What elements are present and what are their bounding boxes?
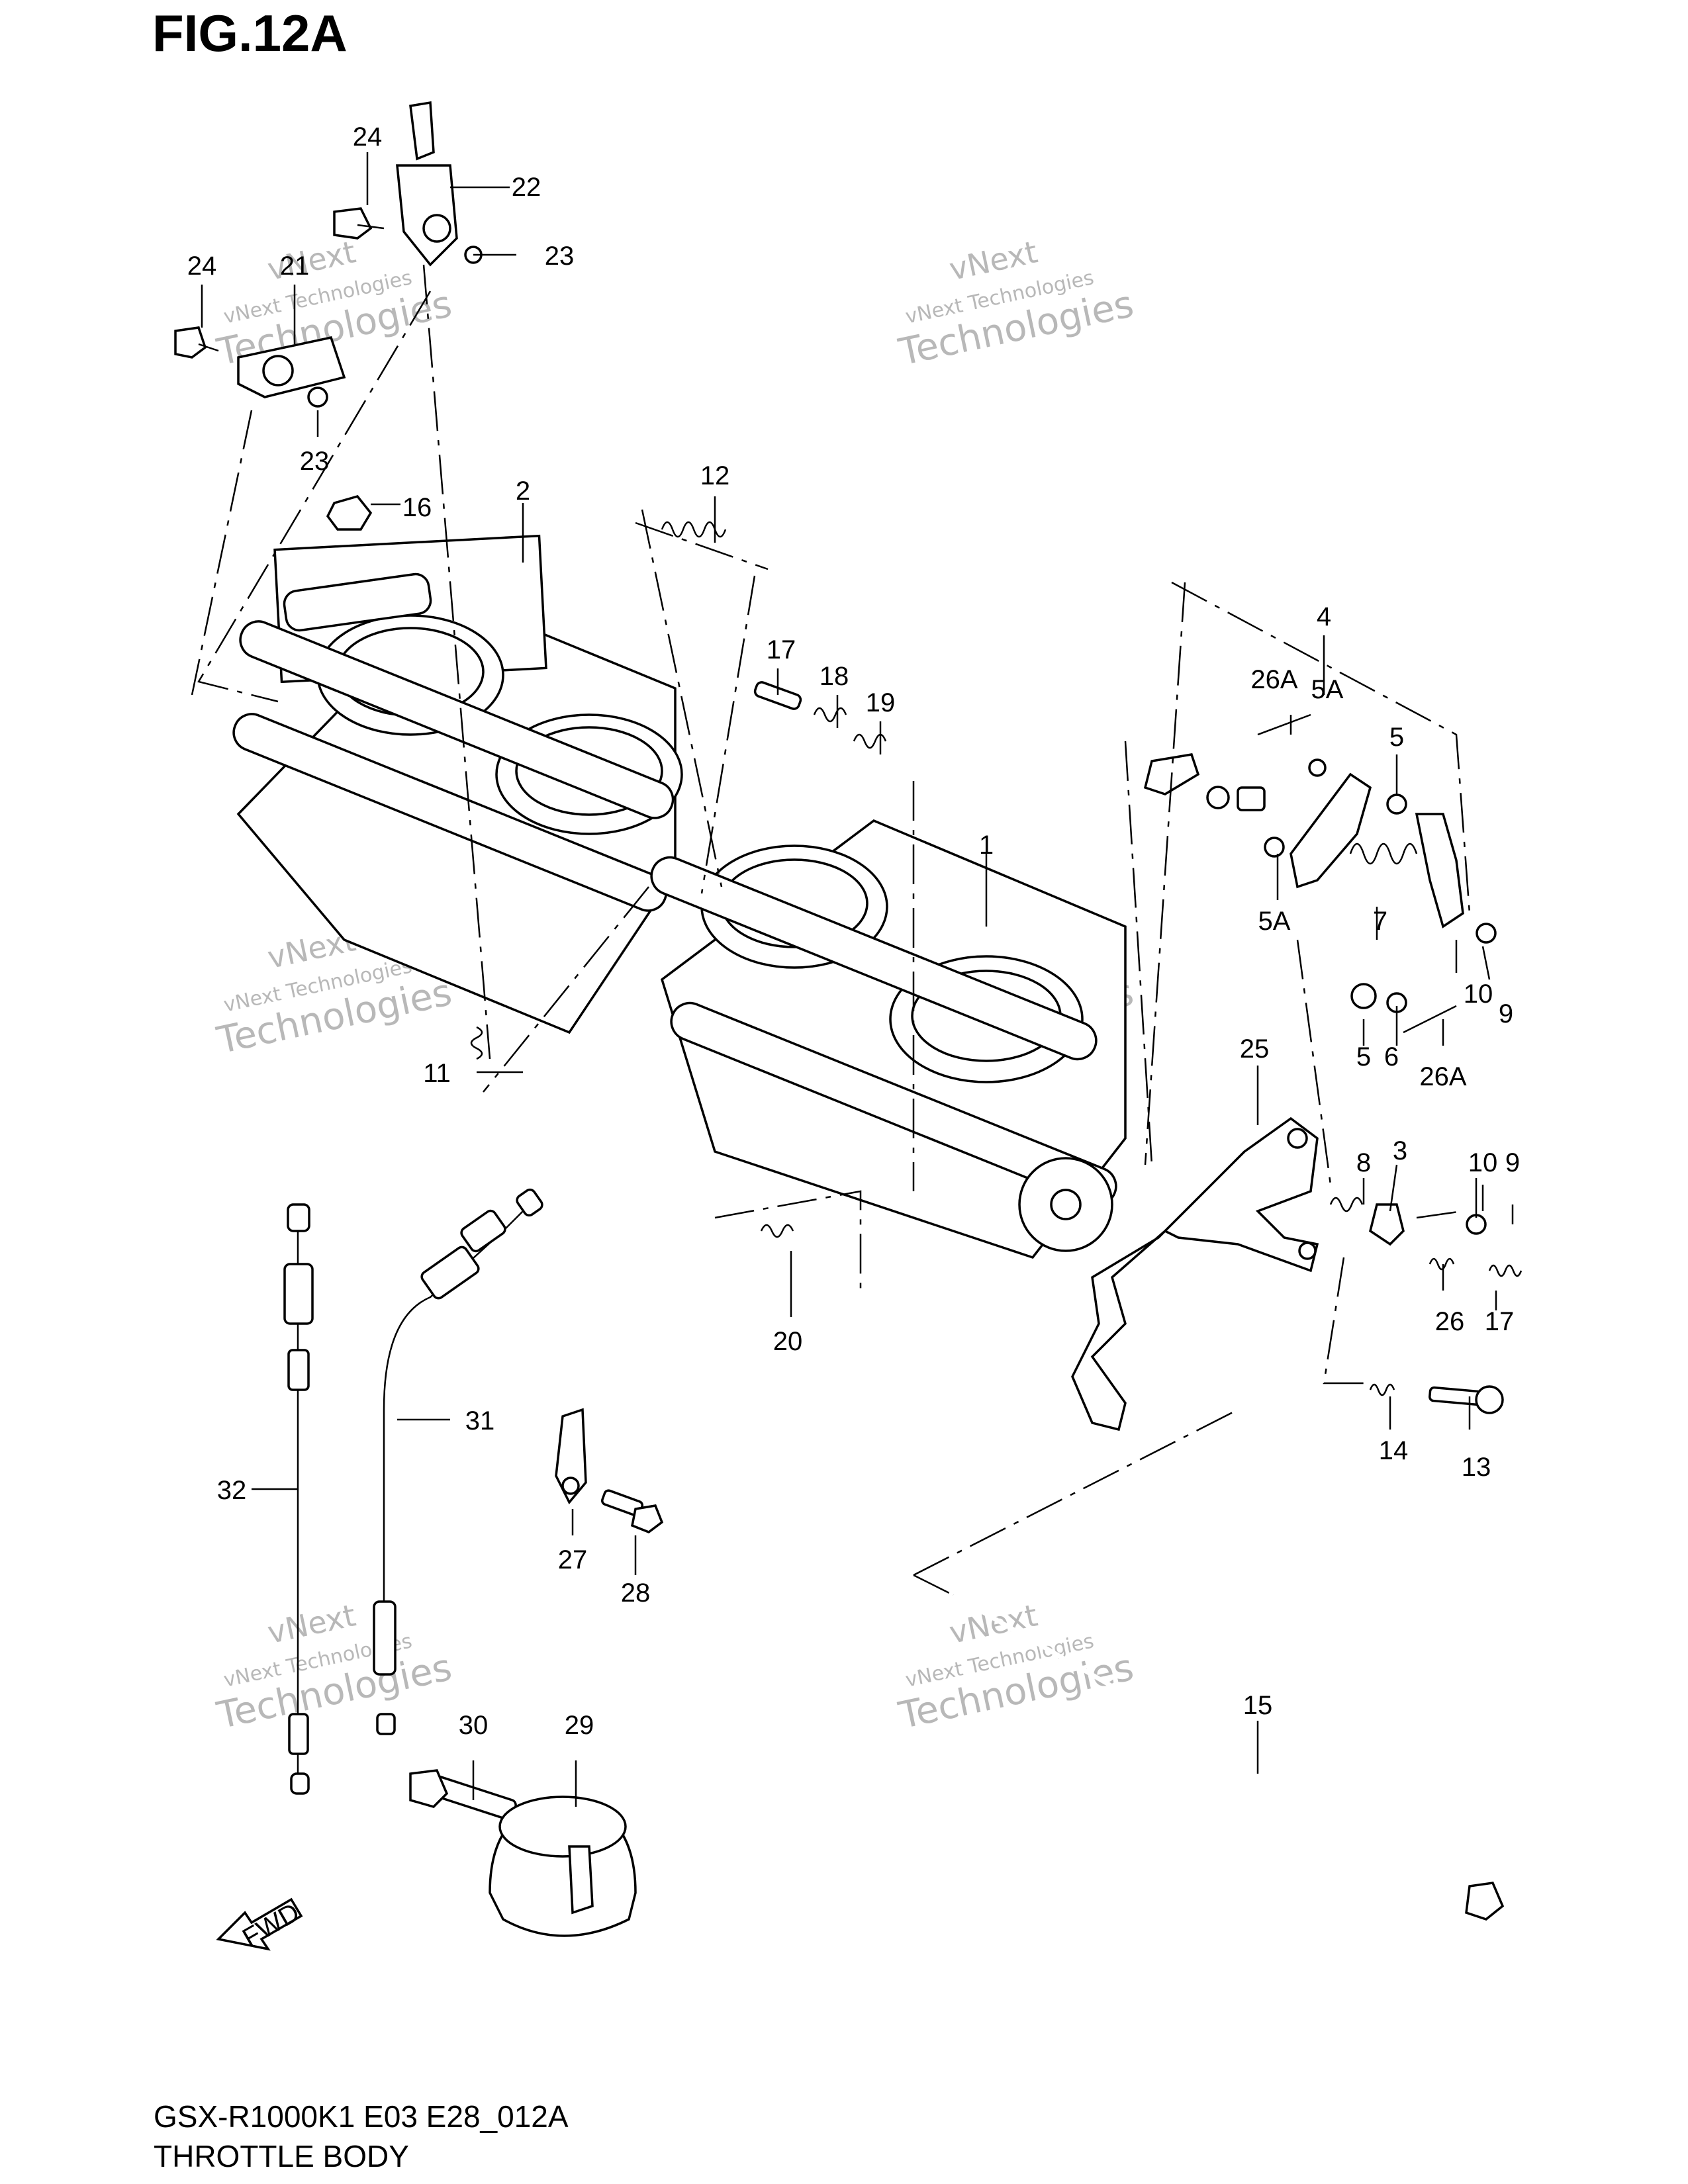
callout-label: 21 [280,251,310,281]
reference-lines [191,264,1471,1596]
small-hardware [326,494,1523,1414]
bracket-hole [1287,1128,1308,1149]
misc-fasteners [409,1408,1505,1937]
callout-label: 30 [459,1711,489,1740]
callout-label: 27 [558,1545,588,1574]
section-name: THROTTLE BODY [154,2139,409,2173]
callout-label: 17 [1485,1307,1515,1336]
link-lever-assembly [1143,753,1464,929]
throttle-cables [283,1188,543,1795]
callout-label: 25 [1240,1034,1270,1064]
callout-label: 23 [545,242,575,271]
callout-label: 3 [1393,1136,1407,1165]
callout-label: 12 [700,461,730,490]
callout-label: 15 [1243,1691,1273,1720]
callout-label: 32 [217,1476,247,1505]
callout-label: 1 [979,831,994,860]
callout-label: 28 [621,1578,651,1608]
callout-label: 8 [1356,1148,1371,1177]
callout-label: 9 [1505,1148,1520,1177]
fwd-label: FWD [238,1897,305,1953]
callout-label: 24 [353,122,383,152]
leader-lines [201,152,1514,1807]
callout-label: 29 [565,1711,594,1740]
callout-label: 13 [1462,1453,1491,1482]
bracket-hole [1298,1242,1317,1260]
callout-label: 10 [1468,1148,1498,1177]
model-code: GSX-R1000K1 E03 E28_012A [154,2099,569,2134]
callout-label: 26 [1435,1307,1465,1336]
footer: GSX-R1000K1 E03 E28_012A THROTTLE BODY [154,2097,569,2176]
throttle-bracket [1071,1116,1319,1432]
callout-label: 9 [1499,999,1513,1028]
callout-label: 18 [820,662,849,691]
callout-label: 11 [423,1059,451,1088]
callout-label: 7 [1373,907,1387,936]
callout-label: 23 [300,447,330,476]
callout-label: 20 [773,1327,803,1356]
callout-label: 4 [1317,602,1331,631]
throttle-body-right [650,819,1127,1259]
callout-label: 10 [1464,979,1493,1009]
callout-label: 5A [1311,675,1344,704]
callout-label: 14 [1379,1436,1409,1465]
callout-label: 26A [1250,665,1297,694]
callout-label: 5 [1356,1042,1371,1071]
throttle-body-left [232,534,683,1034]
callout-label: 5 [1389,723,1404,752]
callout-label: 19 [866,688,896,717]
callout-label: 2 [516,477,530,506]
callout-label: 24 [187,251,217,281]
callout-label: 16 [402,493,432,522]
callout-label: 17 [767,635,796,664]
watermark-bottom-left: vNext vNext Technologies Technologies [213,1597,455,1737]
callout-label: 22 [512,173,541,202]
callout-label: 6 [1384,1042,1399,1071]
callout-labels: 1 2 3 4 5 5 5A 5A 6 7 8 9 9 10 10 11 12 … [187,122,1520,1740]
watermark-bottom-center: vNext vNext Technologies Technologies [895,1597,1137,1737]
fwd-arrow-icon: FWD [216,1897,305,1953]
sensor-parts [174,101,483,408]
watermark-top-center: vNext vNext Technologies Technologies [895,234,1137,374]
callout-label: 26A [1419,1062,1466,1091]
callout-label: 5A [1258,907,1291,936]
figure-title: FIG.12A [152,4,348,62]
callout-label: 31 [465,1406,495,1435]
